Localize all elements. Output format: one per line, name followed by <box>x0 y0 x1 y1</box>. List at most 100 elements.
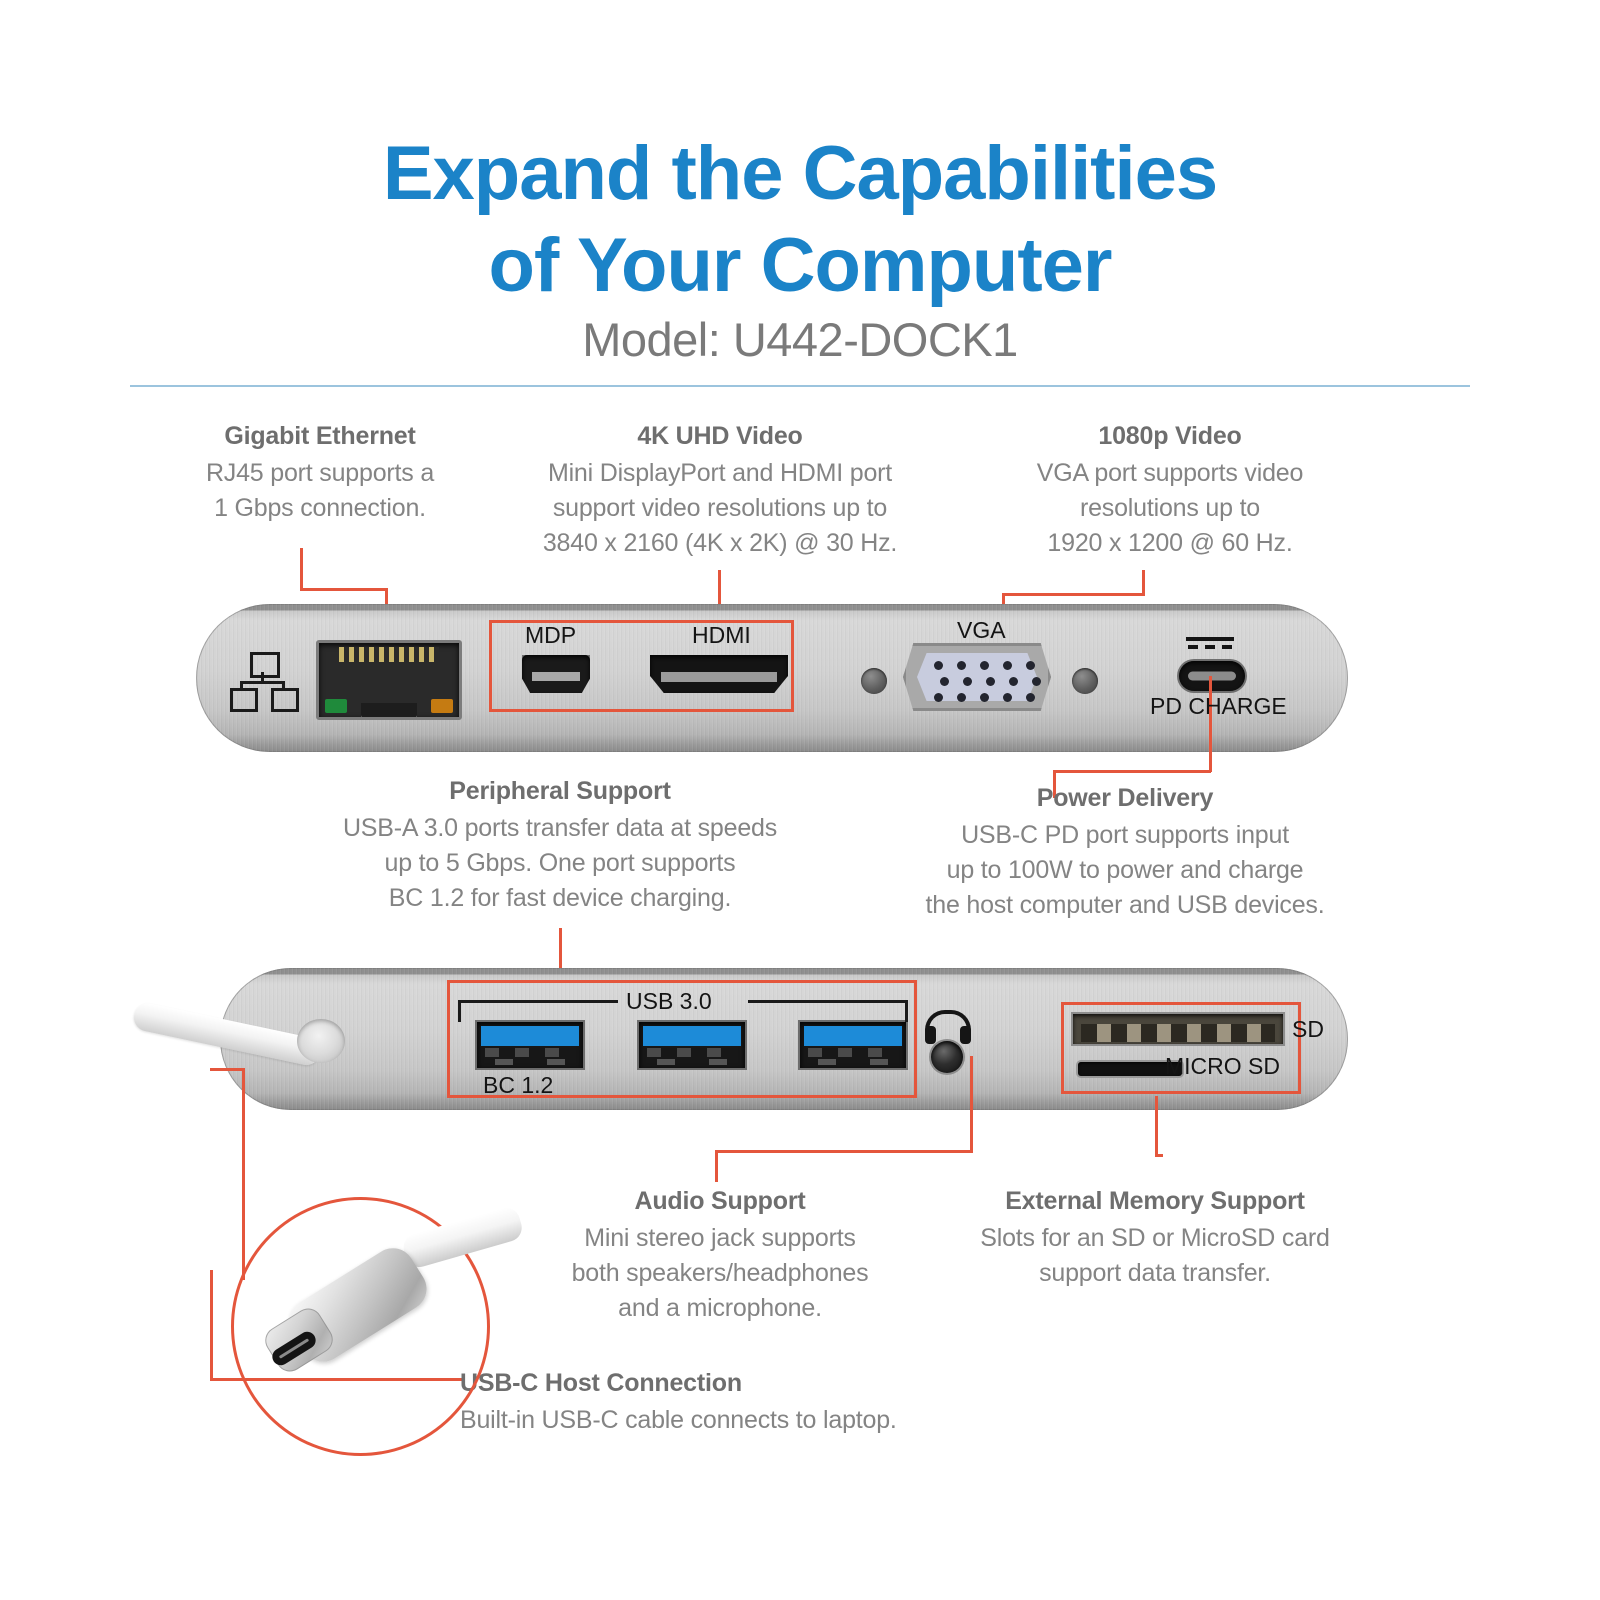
callout-external-memory-support: External Memory Support Slots for an SD … <box>935 1185 1375 1291</box>
vga-pin <box>1003 661 1012 670</box>
label-usb3: USB 3.0 <box>626 988 712 1014</box>
usb-a-blue-tongue <box>804 1025 902 1046</box>
callout-line: the host computer and USB devices. <box>925 891 1325 919</box>
callout-line: 3840 x 2160 (4K x 2K) @ 30 Hz. <box>542 529 898 557</box>
leader-line-power <box>1209 676 1212 772</box>
bracket-rail <box>748 1000 908 1003</box>
callout-line: up to 100W to power and charge <box>946 856 1304 884</box>
leader-line-video4k <box>718 570 721 618</box>
vga-pin <box>963 677 972 686</box>
dc-power-icon <box>1186 637 1234 655</box>
callout-line: resolutions up to <box>1079 494 1261 522</box>
label-pd-charge: PD CHARGE <box>1150 693 1287 719</box>
callout-heading: Peripheral Support <box>449 777 671 805</box>
callout-line: RJ45 port supports a <box>205 459 435 487</box>
vga-pin <box>940 677 949 686</box>
sd-slot-contacts <box>1081 1024 1275 1042</box>
label-vga: VGA <box>957 617 1006 643</box>
rj45-pins <box>338 647 440 662</box>
vga-pin <box>980 661 989 670</box>
leader-line-audio <box>970 1056 973 1152</box>
usb-a-blue-tongue <box>481 1025 579 1046</box>
vga-pin <box>1026 693 1035 702</box>
ethernet-icon-line <box>261 672 264 682</box>
callout-line: Built-in USB-C cable connects to laptop. <box>460 1406 897 1434</box>
callout-power-delivery: Power Delivery USB-C PD port supports in… <box>875 782 1375 923</box>
callout-line: 1920 x 1200 @ 60 Hz. <box>1047 529 1293 557</box>
callout-heading: USB-C Host Connection <box>460 1369 742 1397</box>
callout-line: USB-A 3.0 ports transfer data at speeds <box>342 814 778 842</box>
audio-jack-port <box>931 1041 963 1073</box>
callout-line: 1 Gbps connection. <box>214 494 426 522</box>
callout-heading: 1080p Video <box>1098 422 1242 450</box>
leader-line-memory <box>1155 1154 1163 1157</box>
callout-body: USB-A 3.0 ports transfer data at speeds … <box>275 811 845 916</box>
leader-line-usbc-cable <box>210 1068 245 1071</box>
callout-line: and a microphone. <box>618 1294 822 1322</box>
label-sd: SD <box>1292 1016 1324 1042</box>
rj45-activity-led <box>431 699 453 713</box>
vga-pin <box>1009 677 1018 686</box>
micro-sd-card-slot <box>1078 1062 1182 1076</box>
leader-line-audio <box>715 1150 718 1182</box>
ethernet-icon-line <box>240 681 285 684</box>
page-title-line2: of Your Computer <box>488 223 1113 308</box>
ethernet-icon-node <box>230 688 258 712</box>
leader-line-power <box>1053 770 1211 773</box>
callout-heading: 4K UHD Video <box>637 422 803 450</box>
callout-gigabit-ethernet: Gigabit Ethernet RJ45 port supports a 1 … <box>150 420 490 526</box>
callout-line: BC 1.2 for fast device charging. <box>388 884 732 912</box>
bracket-tick-right <box>905 1000 908 1022</box>
vga-pin <box>934 693 943 702</box>
callout-line: Mini stereo jack supports <box>584 1224 856 1252</box>
highlight-box-usb <box>447 980 917 1098</box>
usb-a-nub <box>870 1059 888 1065</box>
callout-body: Mini DisplayPort and HDMI port support v… <box>490 456 950 561</box>
leader-line-vga <box>1002 593 1145 596</box>
model-number: Model: U442-DOCK1 <box>582 313 1018 366</box>
callout-line: support data transfer. <box>1039 1259 1271 1287</box>
dock-device-top <box>196 604 1348 752</box>
leader-line-memory <box>1155 1096 1158 1156</box>
callout-line: Mini DisplayPort and HDMI port <box>547 459 893 487</box>
callout-body: RJ45 port supports a 1 Gbps connection. <box>150 456 490 526</box>
usb-a-nub <box>547 1059 565 1065</box>
page-title: Expand the Capabilities of Your Computer <box>0 128 1600 312</box>
usb-a-nub <box>818 1059 836 1065</box>
leader-line-ethernet <box>300 548 303 590</box>
cable-grommet <box>297 1019 345 1063</box>
headphone-earcup-left <box>925 1026 936 1044</box>
callout-peripheral-support: Peripheral Support USB-A 3.0 ports trans… <box>275 775 845 916</box>
usb3-bracket <box>458 1000 908 1024</box>
callout-heading: Gigabit Ethernet <box>224 422 416 450</box>
usb-a-port-2 <box>639 1022 745 1068</box>
ethernet-icon-node <box>271 688 299 712</box>
usb-a-port-1 <box>477 1022 583 1068</box>
vga-pin <box>986 677 995 686</box>
mini-displayport-port <box>522 655 590 693</box>
leader-line-ethernet <box>300 588 388 591</box>
ethernet-icon-line <box>282 681 285 690</box>
callout-line: VGA port supports video <box>1036 459 1304 487</box>
usb-c-plug-highlight-circle <box>231 1197 490 1456</box>
dc-icon-solid-line <box>1186 637 1234 641</box>
hdmi-tongue <box>661 672 777 683</box>
hdmi-port <box>650 655 788 693</box>
leader-line-vga <box>1142 570 1145 595</box>
label-hdmi: HDMI <box>692 622 751 648</box>
callout-audio-support: Audio Support Mini stereo jack supports … <box>520 1185 920 1326</box>
callout-4k-uhd-video: 4K UHD Video Mini DisplayPort and HDMI p… <box>490 420 950 561</box>
callout-heading: Power Delivery <box>1036 784 1214 812</box>
usb-a-contacts <box>647 1047 737 1057</box>
leader-line-audio <box>715 1150 973 1153</box>
headphone-icon <box>925 1010 971 1048</box>
bracket-tick-left <box>458 1000 461 1022</box>
callout-1080p-video: 1080p Video VGA port supports video reso… <box>975 420 1365 561</box>
callout-line: USB-C PD port supports input <box>961 821 1289 849</box>
label-bc12: BC 1.2 <box>483 1072 554 1098</box>
usb-a-port-3 <box>800 1022 906 1068</box>
vga-pin <box>957 661 966 670</box>
callout-line: both speakers/headphones <box>571 1259 869 1287</box>
ethernet-icon <box>230 652 299 712</box>
